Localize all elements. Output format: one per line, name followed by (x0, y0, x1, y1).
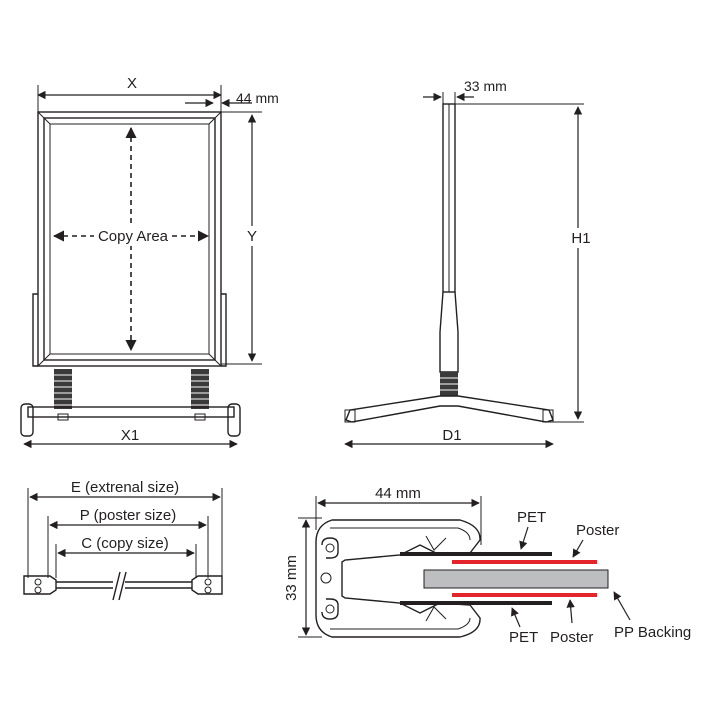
pp-backing-label: PP Backing (614, 624, 691, 641)
copy-area-label: Copy Area (98, 228, 169, 245)
pet-bottom-sheet (400, 601, 552, 605)
pet-bottom-label: PET (509, 629, 538, 646)
x-label: X (127, 75, 137, 92)
section-height-label: 33 mm (283, 555, 300, 601)
poster-bottom-sheet (452, 593, 597, 597)
frame-width-label: 44 mm (236, 90, 279, 106)
poster-top-sheet (452, 560, 597, 564)
spring-left (54, 369, 72, 409)
front-view: X 44 mm Copy Area Y (20, 75, 279, 449)
poster-top-label: Poster (576, 522, 619, 539)
pet-top-sheet (400, 552, 552, 556)
pet-top-label: PET (517, 509, 546, 526)
pp-backing-sheet (423, 569, 609, 589)
profile-section: 44 mm 33 mm PET Poster PET Poster (283, 485, 691, 646)
top-view: E (extrenal size) P (poster size) C (cop… (23, 479, 223, 601)
section-width-label: 44 mm (375, 485, 421, 502)
c-label: C (copy size) (81, 535, 169, 552)
h1-label: H1 (571, 230, 590, 247)
x1-label: X1 (121, 427, 139, 444)
d1-label: D1 (442, 427, 461, 444)
y-label: Y (247, 228, 257, 245)
p-label: P (poster size) (80, 507, 176, 524)
side-width-label: 33 mm (464, 78, 507, 94)
poster-bottom-label: Poster (550, 629, 593, 646)
spring-right (191, 369, 209, 409)
e-label: E (extrenal size) (71, 479, 179, 496)
side-view: 33 mm H1 D1 (344, 78, 592, 449)
